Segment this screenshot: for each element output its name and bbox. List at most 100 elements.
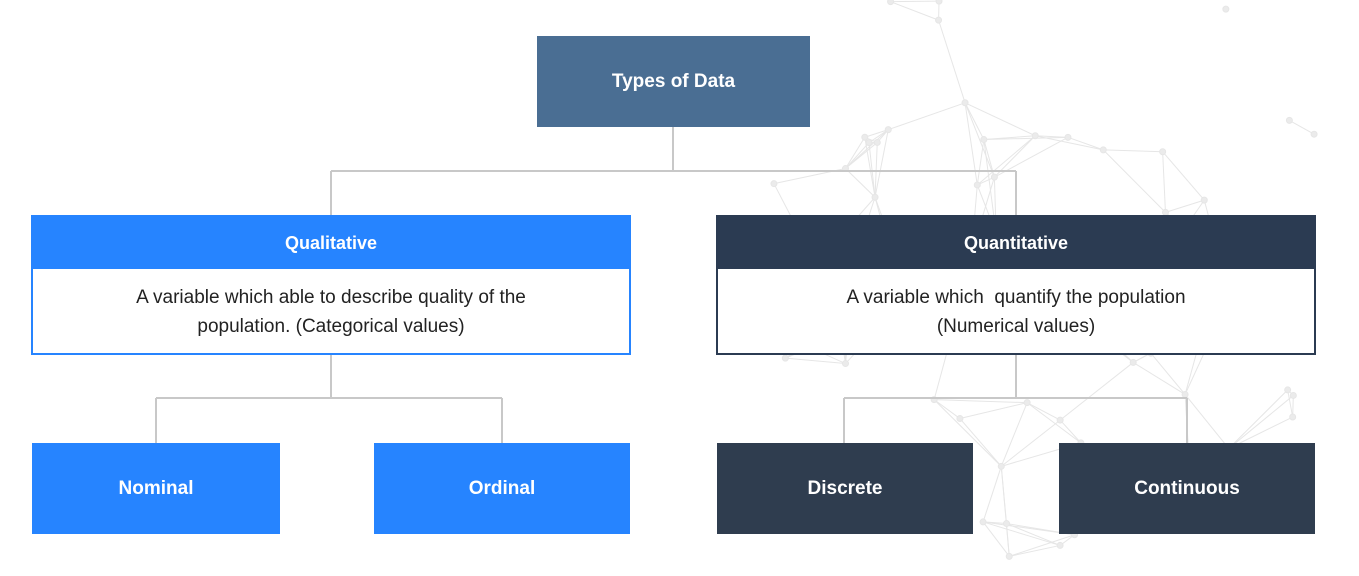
network-edge bbox=[1006, 523, 1061, 546]
network-edge bbox=[785, 357, 846, 365]
network-node bbox=[1200, 196, 1208, 204]
network-node bbox=[1023, 399, 1031, 407]
network-node bbox=[1099, 146, 1107, 154]
nominal-node: Nominal bbox=[32, 443, 280, 534]
network-edge bbox=[890, 1, 939, 21]
network-node bbox=[1056, 541, 1064, 549]
network-edge bbox=[1035, 135, 1068, 138]
network-node bbox=[861, 133, 869, 141]
network-edge bbox=[959, 418, 1002, 467]
network-edge bbox=[1162, 151, 1205, 201]
network-node bbox=[1310, 130, 1318, 138]
network-node bbox=[997, 462, 1005, 470]
network-edge bbox=[1000, 466, 1010, 557]
network-node bbox=[781, 354, 789, 362]
network-node bbox=[1002, 520, 1010, 528]
network-edge bbox=[1000, 402, 1028, 467]
network-edge bbox=[1184, 394, 1230, 449]
network-edge bbox=[1102, 149, 1166, 213]
network-edge bbox=[1000, 419, 1061, 467]
network-node bbox=[865, 139, 873, 147]
network-node bbox=[961, 99, 969, 107]
network-node bbox=[1031, 132, 1039, 140]
network-edge bbox=[1009, 534, 1075, 557]
network-node bbox=[1129, 358, 1137, 366]
qualitative-header: Qualitative bbox=[33, 217, 629, 269]
network-edge bbox=[982, 521, 1061, 546]
network-edge bbox=[934, 399, 1028, 404]
quantitative-header: Quantitative bbox=[718, 217, 1314, 269]
root-node-label: Types of Data bbox=[611, 70, 736, 92]
network-edge bbox=[874, 142, 878, 198]
network-node bbox=[770, 180, 778, 188]
network-node bbox=[871, 193, 879, 201]
network-node bbox=[980, 136, 988, 144]
network-edge bbox=[1165, 199, 1205, 213]
network-edge bbox=[1026, 402, 1082, 444]
network-edge bbox=[874, 129, 889, 198]
network-edge bbox=[976, 135, 1036, 186]
network-node bbox=[973, 181, 981, 189]
network-edge bbox=[1292, 395, 1294, 418]
network-edge bbox=[1103, 149, 1163, 153]
network-node bbox=[990, 173, 998, 181]
network-edge bbox=[864, 129, 889, 138]
network-node bbox=[1056, 416, 1064, 424]
network-node bbox=[1285, 116, 1293, 124]
network-edge bbox=[983, 136, 1068, 141]
network-edge bbox=[933, 399, 961, 419]
network-edge bbox=[1287, 389, 1294, 418]
network-edge bbox=[982, 521, 1010, 557]
qualitative-node: Qualitative A variable which able to des… bbox=[31, 215, 631, 355]
ordinal-node: Ordinal bbox=[374, 443, 630, 534]
network-edge bbox=[1228, 395, 1294, 449]
discrete-label: Discrete bbox=[807, 477, 883, 499]
network-node bbox=[841, 360, 849, 368]
network-node bbox=[873, 138, 881, 146]
network-edge bbox=[888, 102, 966, 131]
network-node bbox=[956, 415, 964, 423]
network-edge bbox=[959, 402, 1028, 420]
network-edge bbox=[1150, 352, 1186, 395]
qualitative-description-line2: population. (Categorical values) bbox=[197, 316, 465, 337]
network-node bbox=[1064, 133, 1072, 141]
quantitative-description: A variable which quantify the population… bbox=[718, 269, 1314, 355]
network-node bbox=[979, 518, 987, 526]
network-edge bbox=[1059, 419, 1082, 444]
network-node bbox=[1289, 391, 1297, 399]
network-edge bbox=[868, 142, 876, 198]
continuous-node: Continuous bbox=[1059, 443, 1315, 534]
quantitative-description-line2: (Numerical values) bbox=[936, 316, 1096, 337]
network-node bbox=[1289, 413, 1297, 421]
network-edge bbox=[845, 137, 866, 169]
network-edge bbox=[868, 129, 889, 144]
network-node bbox=[1159, 148, 1167, 156]
network-edge bbox=[938, 19, 966, 103]
network-node bbox=[935, 0, 943, 5]
network-edge bbox=[964, 102, 985, 140]
network-edge bbox=[1289, 119, 1315, 135]
ordinal-label: Ordinal bbox=[468, 477, 536, 499]
network-edge bbox=[964, 102, 995, 178]
network-edge bbox=[845, 142, 870, 169]
quantitative-node: Quantitative A variable which quantify t… bbox=[716, 215, 1316, 355]
qualitative-description: A variable which able to describe qualit… bbox=[33, 269, 629, 355]
discrete-node: Discrete bbox=[717, 443, 973, 534]
network-node bbox=[884, 126, 892, 134]
network-edge bbox=[1067, 136, 1104, 151]
network-node bbox=[1222, 5, 1230, 13]
network-node bbox=[1005, 552, 1013, 560]
network-edge bbox=[1228, 389, 1289, 449]
network-edge bbox=[1009, 544, 1061, 557]
quantitative-description-line1: A variable which quantify the population bbox=[846, 287, 1186, 308]
network-edge bbox=[1059, 362, 1134, 421]
network-edge bbox=[864, 137, 876, 198]
network-edge bbox=[964, 102, 1036, 137]
root-node: Types of Data bbox=[537, 36, 810, 127]
network-edge bbox=[845, 168, 876, 198]
continuous-label: Continuous bbox=[1134, 477, 1240, 499]
nominal-label: Nominal bbox=[118, 477, 194, 499]
network-edge bbox=[1132, 361, 1186, 395]
network-edge bbox=[1162, 151, 1166, 213]
